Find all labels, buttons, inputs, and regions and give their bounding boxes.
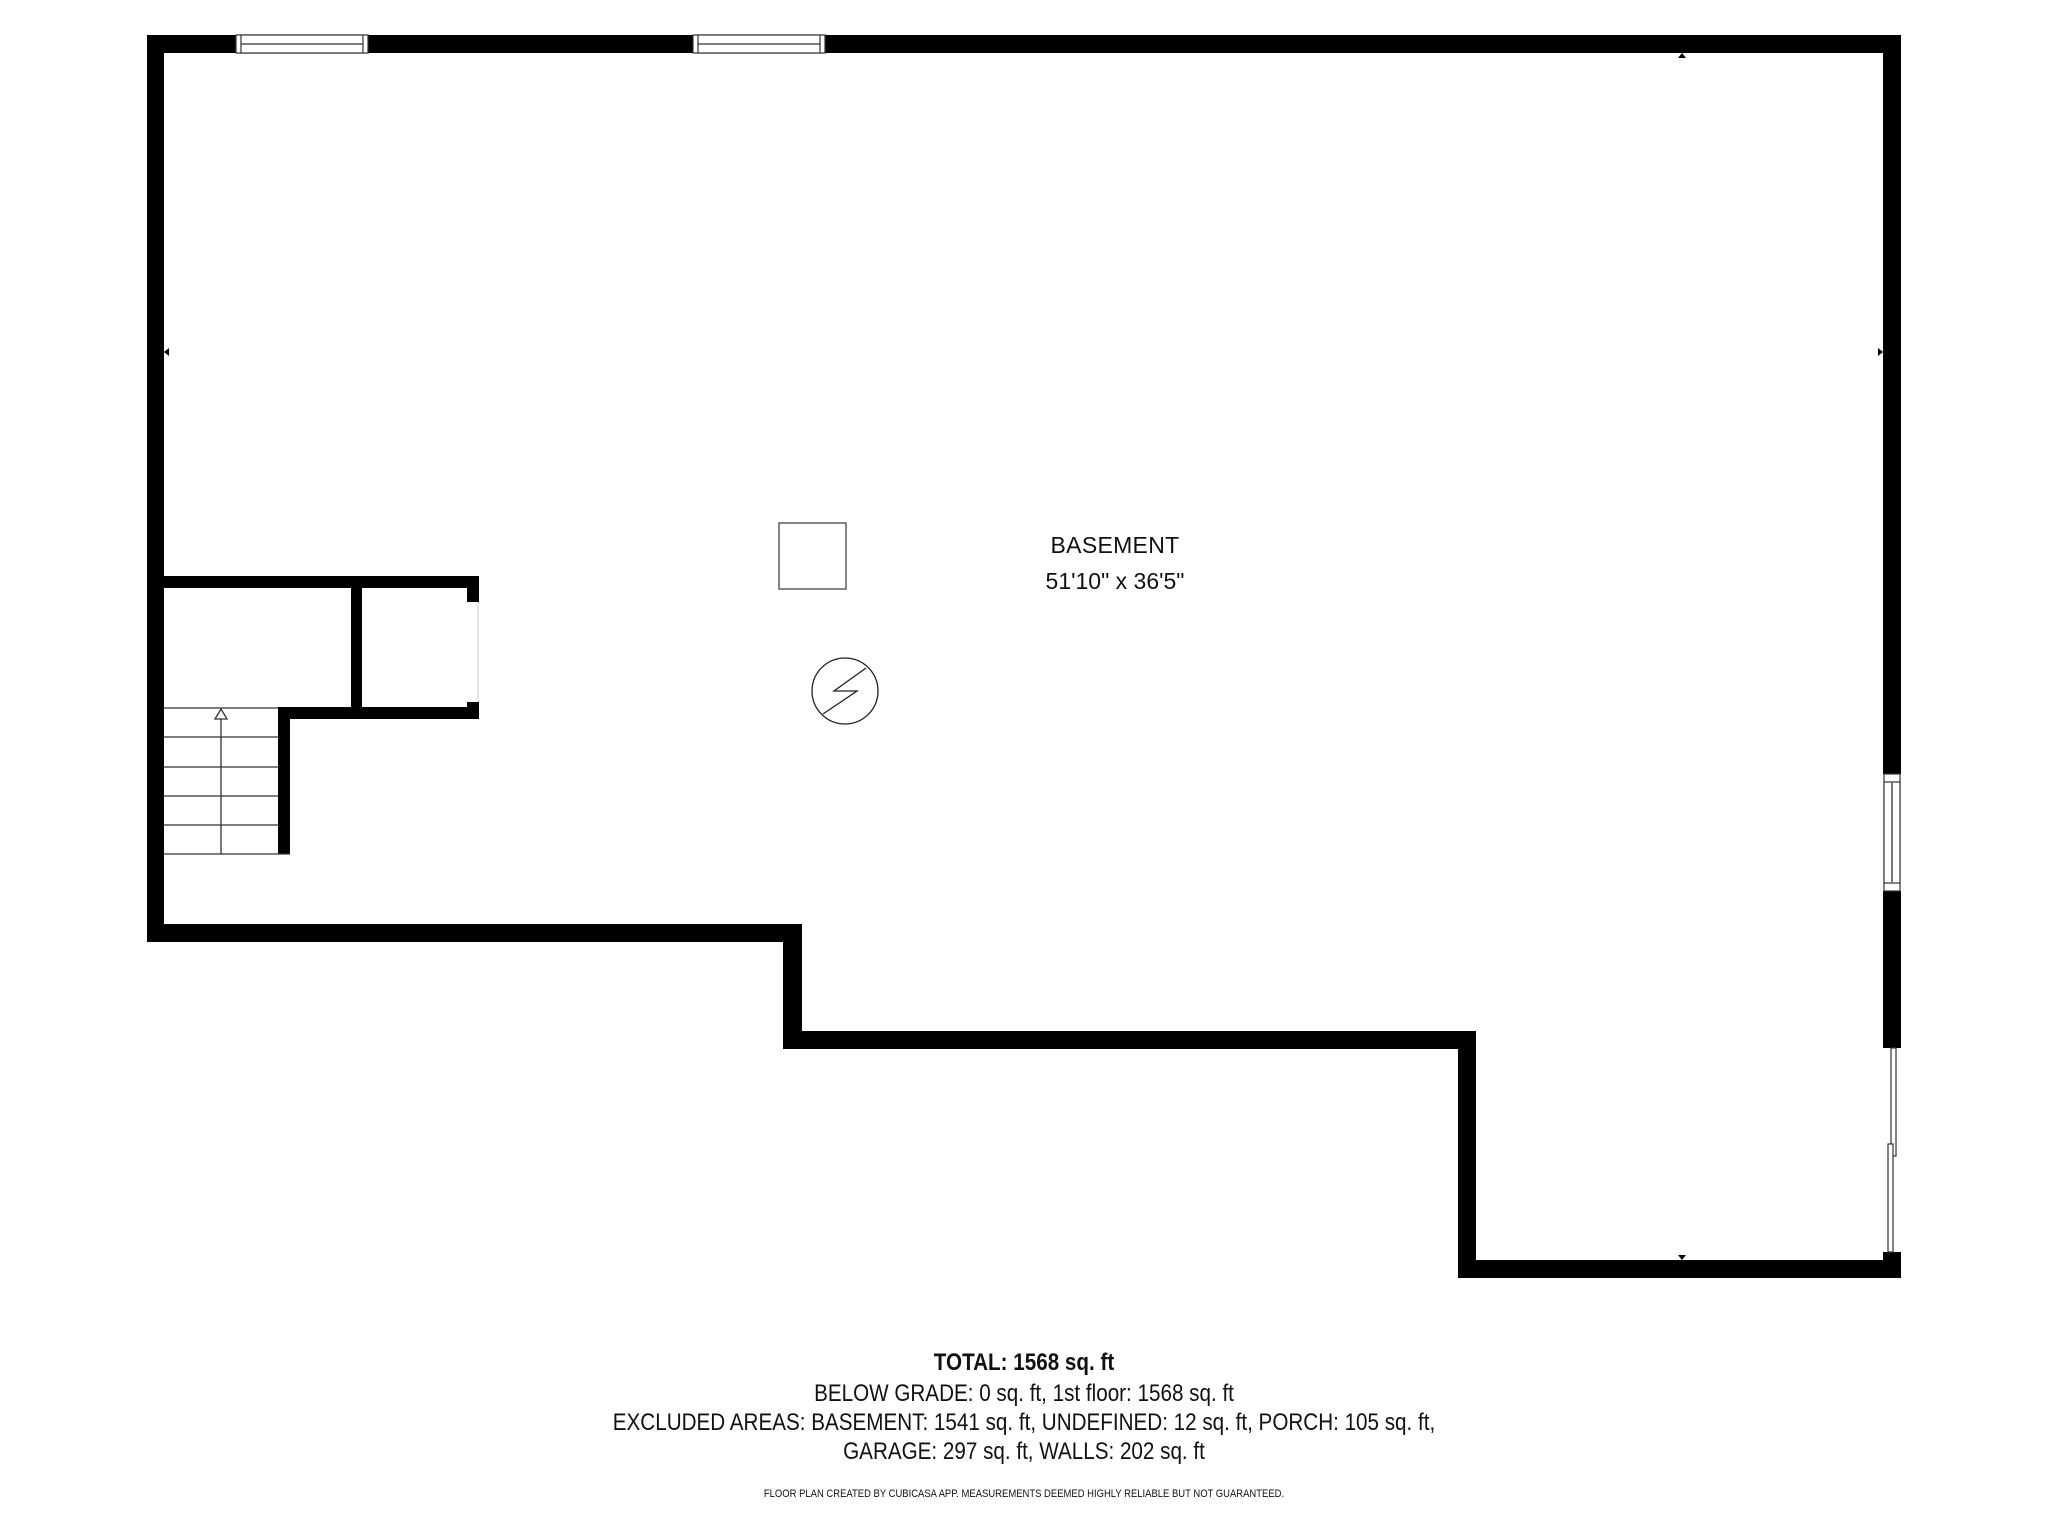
summary-total: TOTAL: 1568 sq. ft bbox=[0, 1349, 2048, 1377]
bump-wall-vertical bbox=[1458, 1031, 1476, 1278]
top-wall bbox=[825, 35, 1901, 53]
right-wall bbox=[1883, 891, 1901, 1048]
closet-top-wall bbox=[164, 576, 479, 588]
stair-side-wall bbox=[278, 707, 290, 854]
interior-walls bbox=[164, 576, 479, 854]
window-top-1 bbox=[235, 34, 369, 54]
electrical-panel-icon bbox=[811, 657, 879, 725]
tick-bottom-icon bbox=[1678, 1255, 1686, 1260]
window-top-2 bbox=[692, 34, 826, 54]
closet-divider-wall bbox=[351, 588, 362, 707]
sliding-door bbox=[1887, 1047, 1897, 1253]
stairs bbox=[164, 707, 290, 855]
summary-excluded: EXCLUDED AREAS: BASEMENT: 1541 sq. ft, U… bbox=[0, 1409, 2048, 1437]
bottom-left-wall bbox=[147, 924, 802, 942]
disclaimer-text: FLOOR PLAN CREATED BY CUBICASA APP. MEAS… bbox=[763, 1488, 1285, 1500]
arrow-head-icon bbox=[213, 707, 229, 720]
summary-excluded-cont: GARAGE: 297 sq. ft, WALLS: 202 sq. ft bbox=[0, 1438, 2048, 1466]
tick-left-icon bbox=[164, 348, 169, 356]
right-wall bbox=[1883, 35, 1901, 774]
room-name: BASEMENT bbox=[1050, 532, 1180, 558]
top-wall bbox=[368, 35, 693, 53]
top-wall bbox=[147, 35, 236, 53]
bottom-right-wall bbox=[1458, 1260, 1901, 1278]
closet-bottom-wall bbox=[278, 707, 479, 719]
square-fixture-icon bbox=[778, 522, 847, 590]
summary-below-grade: BELOW GRADE: 0 sq. ft, 1st floor: 1568 s… bbox=[0, 1380, 2048, 1408]
below-grade-area: BELOW GRADE: 0 sq. ft, 1st floor: 1568 s… bbox=[814, 1380, 1234, 1407]
excluded-areas-cont: GARAGE: 297 sq. ft, WALLS: 202 sq. ft bbox=[843, 1438, 1205, 1465]
room-dimensions: 51'10" x 36'5" bbox=[1045, 568, 1185, 594]
exterior-walls bbox=[147, 35, 1901, 1278]
total-area: TOTAL: 1568 sq. ft bbox=[933, 1349, 1115, 1376]
left-wall bbox=[147, 35, 164, 942]
dimension-ticks bbox=[164, 53, 1883, 1260]
middle-bottom-wall bbox=[783, 1031, 1476, 1049]
step-wall-vertical bbox=[783, 924, 802, 1049]
window-right bbox=[1883, 773, 1901, 892]
disclaimer-footer: FLOOR PLAN CREATED BY CUBICASA APP. MEAS… bbox=[0, 1488, 2048, 1500]
tick-right-icon bbox=[1878, 348, 1883, 356]
closet-end-wall bbox=[467, 576, 479, 602]
excluded-areas: EXCLUDED AREAS: BASEMENT: 1541 sq. ft, U… bbox=[612, 1409, 1436, 1436]
tick-top-icon bbox=[1678, 53, 1686, 58]
